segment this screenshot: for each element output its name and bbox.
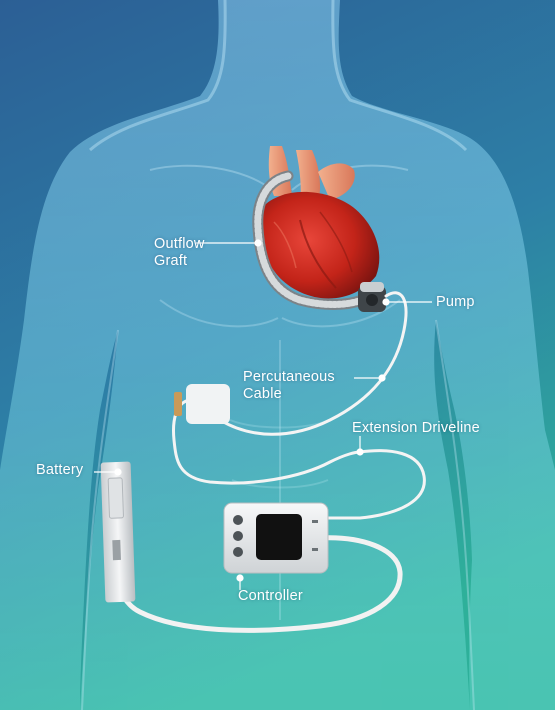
label-percutaneous-cable: Percutaneous Cable	[243, 369, 335, 403]
label-extension-driveline: Extension Driveline	[352, 420, 480, 437]
label-outflow-graft: Outflow Graft	[154, 236, 205, 270]
label-controller: Controller	[238, 588, 303, 605]
controller-device	[224, 503, 328, 573]
label-percutaneous-line2: Cable	[243, 386, 335, 403]
label-percutaneous-line1: Percutaneous	[243, 369, 335, 386]
label-pump: Pump	[436, 294, 475, 311]
pump-device	[358, 282, 386, 312]
label-outflow-graft-line2: Graft	[154, 253, 205, 270]
label-battery: Battery	[36, 462, 83, 479]
label-outflow-graft-line1: Outflow	[154, 236, 205, 253]
battery	[101, 462, 136, 603]
